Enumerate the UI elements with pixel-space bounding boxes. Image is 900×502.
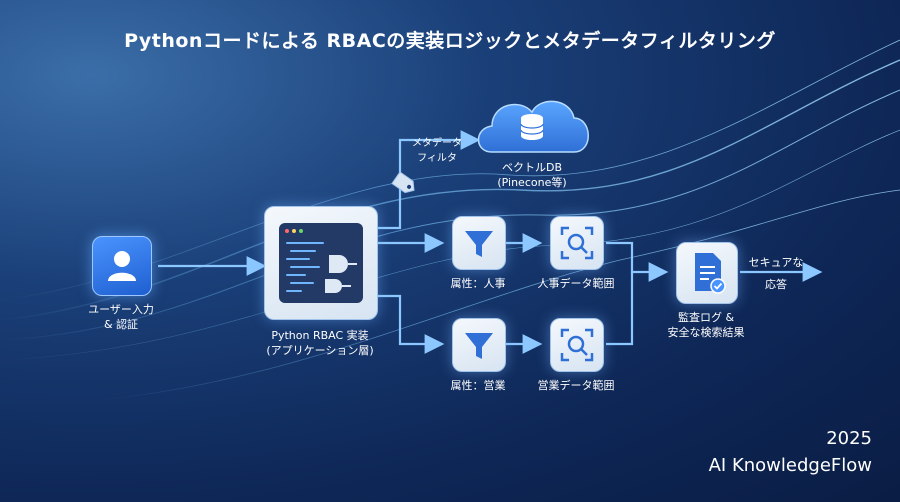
metadata-filter-line1: メタデータ bbox=[412, 138, 462, 149]
rbac-node-label: Python RBAC 実装 (アプリケーション層) bbox=[250, 328, 390, 358]
user-node bbox=[92, 236, 152, 296]
audit-label-line1: 監査ログ & bbox=[677, 311, 735, 324]
scope-hr-node bbox=[550, 216, 604, 270]
scan-icon bbox=[560, 328, 594, 362]
user-node-label: ユーザー入力 & 認証 bbox=[66, 302, 176, 332]
metadata-filter-label: メタデータ フィルタ bbox=[402, 136, 472, 166]
response-label: セキュアな 応答 bbox=[740, 252, 812, 296]
filter-sales-node bbox=[452, 318, 506, 372]
vectordb-label-line2: (Pinecone等) bbox=[497, 176, 567, 189]
arrow-scope-hr-to-audit bbox=[606, 241, 669, 282]
footer-brand: AI KnowledgeFlow bbox=[708, 455, 872, 476]
scope-sales-node bbox=[550, 318, 604, 372]
scope-hr-label: 人事データ範囲 bbox=[537, 277, 615, 290]
footer-year: 2025 bbox=[826, 428, 872, 449]
arrow-rbac-to-filter-sales bbox=[378, 294, 445, 354]
filter-sales-label: 属性：営業 bbox=[450, 379, 506, 392]
vectordb-label: ベクトルDB (Pinecone等) bbox=[484, 160, 580, 190]
response-label-line2: 応答 bbox=[765, 278, 787, 291]
rbac-label-line2: (アプリケーション層) bbox=[266, 344, 374, 357]
user-icon bbox=[108, 251, 136, 281]
metadata-filter-line2: フィルタ bbox=[417, 153, 457, 164]
vectordb-label-line1: ベクトルDB bbox=[501, 161, 563, 174]
response-label-line1: セキュアな bbox=[748, 256, 804, 269]
arrow-scope-sales-to-audit bbox=[606, 272, 634, 346]
scan-icon bbox=[560, 226, 594, 260]
user-label-line2: & 認証 bbox=[103, 318, 139, 331]
audit-label: 監査ログ & 安全な検索結果 bbox=[650, 310, 762, 340]
document-check-icon bbox=[695, 253, 726, 294]
rbac-node bbox=[264, 206, 378, 320]
filter-hr-node bbox=[452, 216, 506, 270]
scope-sales-label: 営業データ範囲 bbox=[537, 379, 615, 392]
audit-label-line2: 安全な検索結果 bbox=[667, 326, 745, 339]
audit-node bbox=[676, 242, 738, 304]
filter-hr-label: 属性：人事 bbox=[450, 277, 506, 290]
rbac-label-line1: Python RBAC 実装 bbox=[271, 329, 369, 342]
code-editor-icon bbox=[279, 223, 363, 303]
funnel-icon bbox=[465, 333, 493, 359]
user-label-line1: ユーザー入力 bbox=[88, 303, 154, 316]
background-waves bbox=[0, 39, 900, 401]
funnel-icon bbox=[465, 231, 493, 257]
page-title: Pythonコードによる RBACの実装ロジックとメタデータフィルタリング bbox=[124, 30, 776, 52]
